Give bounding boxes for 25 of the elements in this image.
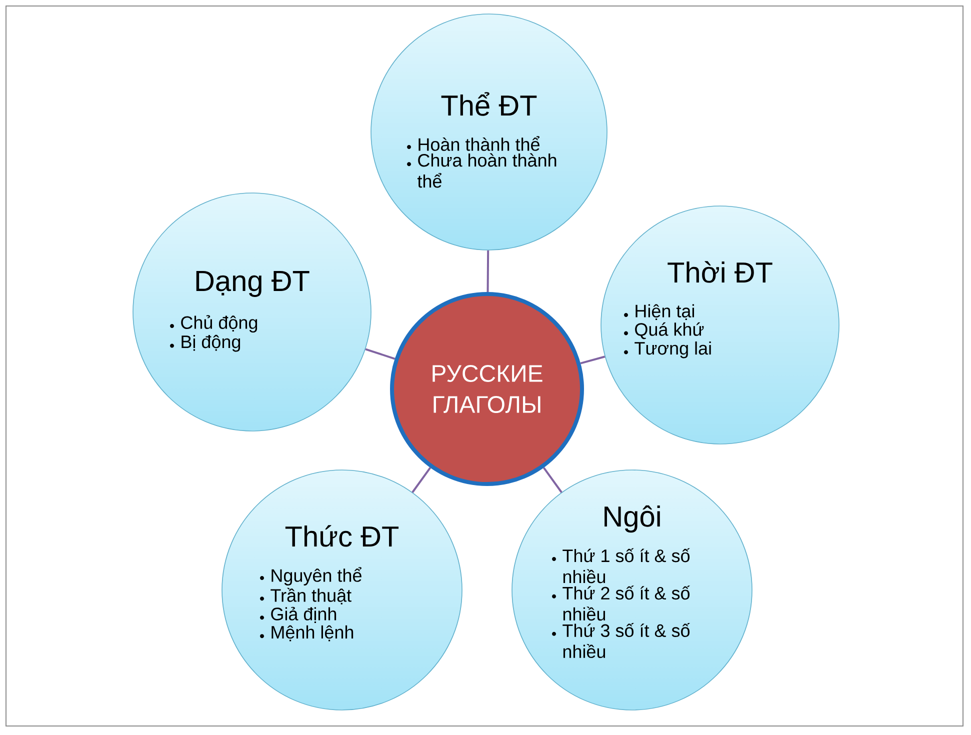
bullet-item: Mệnh lệnh — [260, 625, 354, 642]
bullet-item: Chủ động — [170, 315, 258, 333]
connector-line — [486, 250, 490, 292]
connector-line — [542, 467, 562, 493]
bullet-item: Hoàn thành thể — [407, 136, 540, 151]
circle-heading: Thức ĐT — [285, 525, 399, 547]
connector-line — [580, 356, 606, 364]
circle-heading: Dạng ĐT — [196, 271, 310, 297]
circle-heading: Thời ĐT — [668, 261, 772, 283]
circle-heading: Thể ĐT — [441, 92, 537, 116]
bullet-item: Thứ 3 số ít & số nhiều — [552, 623, 690, 658]
bullet-item: Bị động — [170, 334, 240, 352]
bullet-item: Quá khứ — [624, 322, 704, 340]
connector-line — [365, 348, 396, 360]
bullet-item: Chưa hoàn thành thể — [407, 153, 556, 188]
bullet-item: Tương lai — [624, 341, 711, 358]
circle-heading: Ngôi — [604, 505, 660, 533]
bullet-item: Giả định — [260, 606, 336, 623]
bullet-item: Hiện tại — [624, 304, 694, 320]
bullet-item: Thứ 2 số ít & số nhiều — [552, 586, 690, 621]
bullet-item: Trần thuật — [260, 588, 352, 604]
bullet-item: Nguyên thể — [260, 567, 362, 586]
center-title: РУССКИЕ ГЛАГОЛЫ — [432, 365, 542, 413]
connector-line — [412, 467, 432, 493]
bullet-item: Thứ 1 số ít & số nhiều — [552, 548, 690, 584]
